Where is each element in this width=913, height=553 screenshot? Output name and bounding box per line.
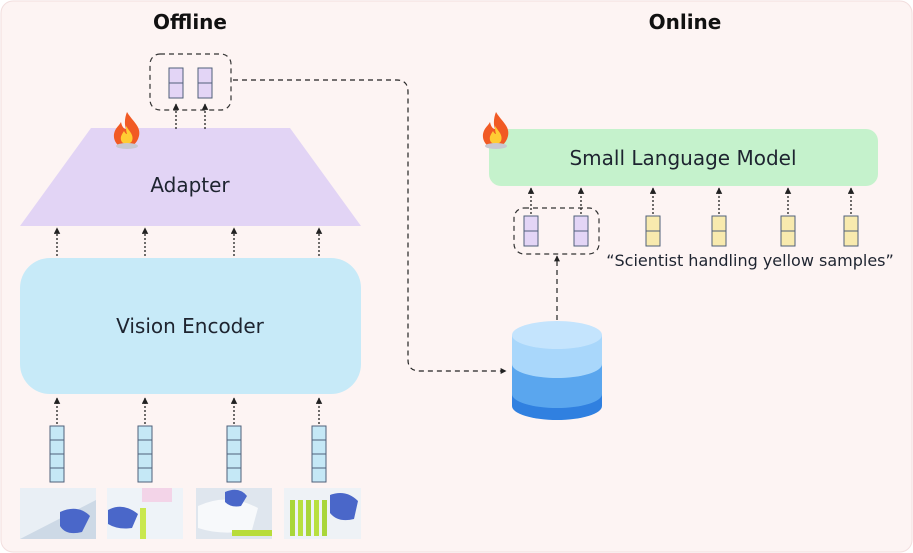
adapter-block (20, 128, 361, 226)
text-token-3 (780, 215, 796, 247)
slm-flame-icon (482, 112, 509, 149)
text-prompt-caption: “Scientist handling yellow samples” (606, 251, 894, 270)
small-language-model-label: Small Language Model (569, 146, 796, 170)
offline-token-group (149, 53, 232, 111)
database-icon (512, 321, 602, 420)
encoder-token-3 (226, 425, 242, 483)
offline-visual-token-1 (168, 67, 184, 99)
text-token-4 (843, 215, 859, 247)
offline-to-database-connector (233, 79, 507, 374)
encoder-token-2 (137, 425, 153, 483)
encoder-to-adapter-arrows (53, 227, 323, 256)
input-image-3 (196, 488, 272, 539)
online-visual-token-1 (523, 215, 539, 247)
online-visual-token-2 (573, 215, 589, 247)
text-token-1 (645, 215, 661, 247)
encoder-token-4 (311, 425, 327, 483)
offline-visual-token-2 (197, 67, 213, 99)
tokens-to-slm-arrows (527, 187, 855, 214)
token-to-encoder-arrows (53, 397, 323, 424)
vision-encoder-label: Vision Encoder (116, 314, 265, 338)
adapter-label: Adapter (150, 173, 230, 197)
text-token-2 (711, 215, 727, 247)
online-title: Online (649, 10, 722, 34)
online-token-group (513, 207, 600, 255)
input-image-2 (107, 488, 183, 539)
adapter-to-token-arrows (172, 103, 209, 129)
input-image-1 (20, 488, 96, 539)
encoder-token-1 (49, 425, 65, 483)
offline-title: Offline (153, 10, 227, 34)
adapter-flame-icon (113, 112, 140, 149)
input-image-4 (284, 488, 361, 539)
vision-encoder-block (20, 258, 361, 394)
small-language-model-block (489, 129, 878, 186)
